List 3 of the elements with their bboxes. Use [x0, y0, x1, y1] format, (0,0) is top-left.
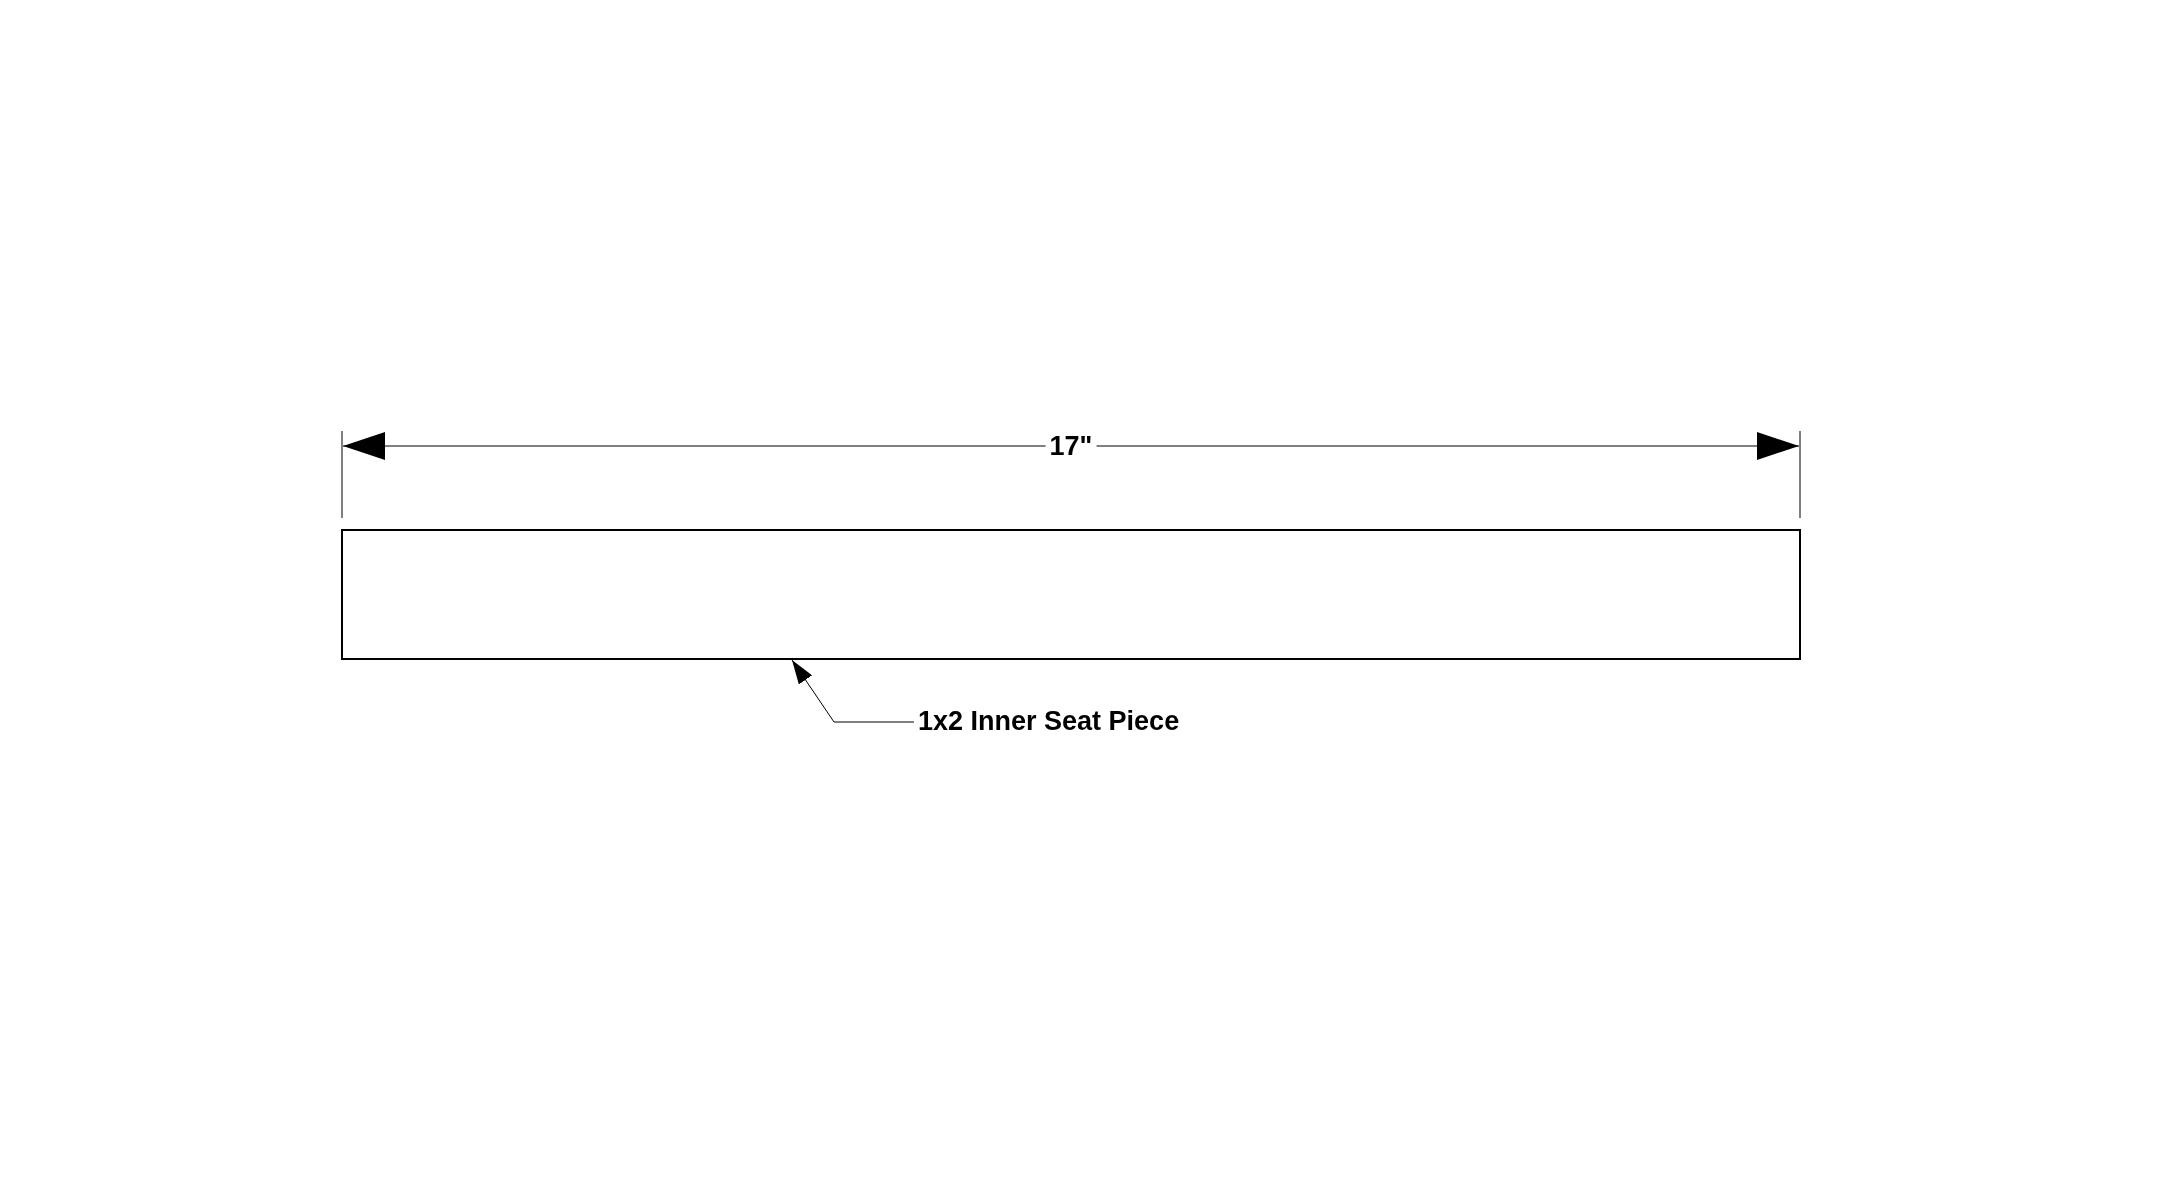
board-rectangle — [341, 529, 1801, 660]
part-label: 1x2 Inner Seat Piece — [918, 708, 1180, 735]
leader-line — [791, 659, 915, 723]
